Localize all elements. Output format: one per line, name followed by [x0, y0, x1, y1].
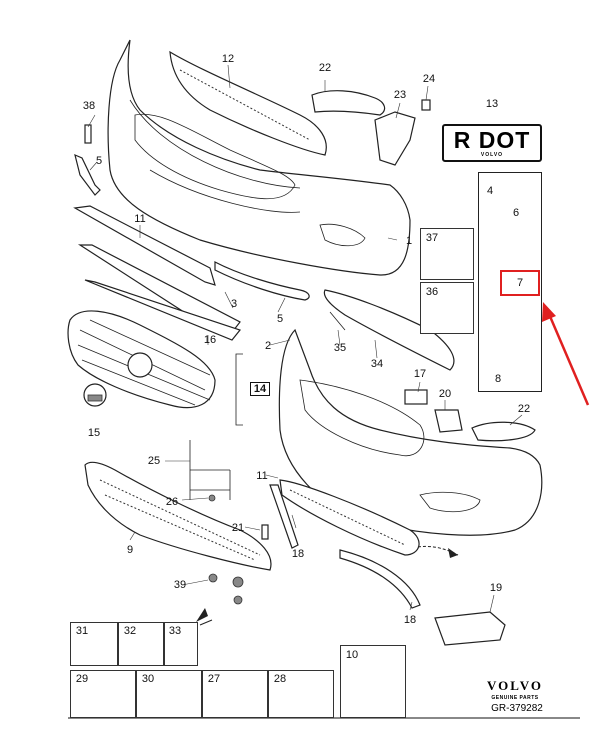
callout-27: 27 — [207, 673, 221, 685]
cell-30 — [136, 670, 202, 718]
lower-grille — [279, 479, 420, 556]
cell-37 — [420, 228, 474, 280]
part-7-highlight — [500, 270, 540, 296]
callout-11b: 11 — [256, 470, 268, 482]
callout-1: 1 — [405, 235, 413, 247]
highlight-arrow — [547, 313, 590, 406]
callout-6: 6 — [512, 207, 520, 219]
brand-block: VOLVO GENUINE PARTS — [470, 678, 560, 701]
callout-18b: 18 — [403, 614, 417, 626]
callout-17: 17 — [413, 368, 427, 380]
callout-38: 38 — [82, 100, 96, 112]
side-strip — [74, 153, 101, 196]
callout-35: 35 — [333, 342, 347, 354]
callout-28: 28 — [273, 673, 287, 685]
callout-21: 21 — [231, 522, 245, 534]
callout-19: 19 — [489, 582, 503, 594]
callout-12: 12 — [221, 53, 235, 65]
callout-39: 39 — [173, 579, 187, 591]
parts-panel-4-8 — [478, 172, 542, 392]
callout-2: 2 — [264, 340, 272, 352]
cell-29 — [70, 670, 136, 718]
callout-31: 31 — [75, 625, 89, 637]
cell-33 — [164, 622, 198, 666]
cap — [404, 389, 428, 405]
callout-36: 36 — [425, 286, 439, 298]
cell-36 — [420, 282, 474, 334]
callout-24: 24 — [422, 73, 436, 85]
callout-14: 14 — [250, 382, 270, 396]
callout-20: 20 — [438, 388, 452, 400]
cell-28 — [268, 670, 334, 718]
callout-32: 32 — [123, 625, 137, 637]
cell-10 — [340, 645, 406, 718]
bracket-lower — [471, 421, 536, 442]
r-dot-label-plate: R DOT VOLVO — [442, 124, 542, 162]
callout-22a: 22 — [318, 62, 332, 74]
mount-bracket — [189, 440, 231, 500]
callout-8: 8 — [494, 373, 502, 385]
grille-trim-upper — [73, 205, 216, 286]
bracket-upper — [311, 90, 386, 116]
callout-5b: 5 — [276, 313, 284, 325]
callout-9: 9 — [126, 544, 134, 556]
callout-4: 4 — [486, 185, 494, 197]
callout-10: 10 — [345, 649, 359, 661]
callout-5a: 5 — [95, 155, 103, 167]
bracket-20 — [434, 409, 463, 433]
callout-22b: 22 — [517, 403, 531, 415]
grille-trim-lower — [84, 279, 242, 341]
callout-16: 16 — [203, 334, 217, 346]
reference-code: GR-379282 — [491, 703, 543, 714]
callout-3: 3 — [230, 298, 238, 310]
callout-29: 29 — [75, 673, 89, 685]
r-dot-sub: VOLVO — [480, 152, 504, 158]
emblem — [127, 352, 153, 378]
clip — [421, 99, 431, 111]
callout-11a: 11 — [134, 213, 146, 225]
callout-18a: 18 — [291, 548, 305, 560]
lower-trim-strip — [323, 289, 455, 371]
callout-37: 37 — [425, 232, 439, 244]
lower-bumper-cover — [278, 328, 543, 536]
callout-23: 23 — [393, 89, 407, 101]
callout-34: 34 — [370, 358, 384, 370]
small-clip — [84, 124, 92, 144]
cell-27 — [202, 670, 268, 718]
side-bracket — [374, 111, 416, 166]
cell-31 — [70, 622, 118, 666]
callout-33: 33 — [168, 625, 182, 637]
callout-13: 13 — [485, 98, 499, 110]
fog-trim — [214, 261, 310, 301]
brand-sub: GENUINE PARTS — [491, 695, 539, 701]
grille-reinforcement — [169, 50, 327, 156]
callout-26: 26 — [165, 496, 179, 508]
callout-25: 25 — [147, 455, 161, 467]
upper-bumper-cover — [107, 39, 411, 276]
callout-7: 7 — [516, 277, 524, 289]
fog-cover — [434, 611, 506, 646]
lower-trim-left — [269, 484, 299, 549]
cell-32 — [118, 622, 164, 666]
r-dot-text: R DOT — [453, 127, 531, 153]
lower-trim-right — [339, 549, 421, 609]
callout-30: 30 — [141, 673, 155, 685]
callout-15: 15 — [87, 427, 101, 439]
brand-logo: VOLVO — [487, 678, 543, 693]
bracket-21 — [261, 524, 269, 540]
